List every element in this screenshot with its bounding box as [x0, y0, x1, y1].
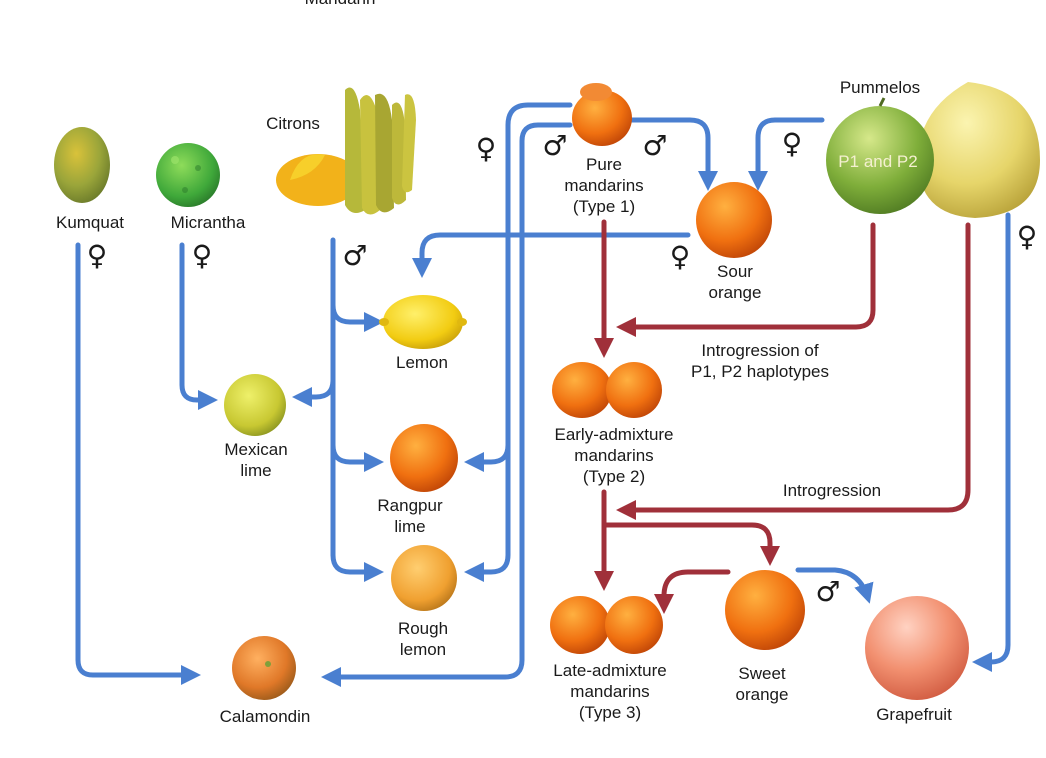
kumquat-icon: [54, 127, 110, 203]
annotation-introgression: Introgression: [782, 481, 882, 500]
label-pummelo-badge: P1 and P2: [838, 152, 918, 171]
arrow-mandarin-to-limes: [464, 102, 573, 472]
arrow-kumquat-calamondin: [75, 242, 201, 685]
label-late-admixture: Late-admixture mandarins (Type 3): [553, 661, 667, 722]
mexican-lime-icon: [224, 374, 286, 436]
arrow-sweet-to-late: [654, 569, 731, 614]
citron-icon: [276, 87, 416, 215]
arrow-pummelo-sour-orange: [748, 117, 825, 191]
arrow-citron-rangpur: [330, 442, 384, 472]
female-symbol-micrantha: ♀: [191, 239, 213, 272]
female-symbol-mandarin: ♀: [475, 132, 497, 165]
male-symbol-sweet-orange: ♂: [815, 575, 841, 608]
male-symbol-citron: ♂: [342, 239, 368, 272]
arrow-sweet-orange-grapefruit: [795, 567, 874, 604]
sweet-orange-icon: [725, 570, 805, 650]
pure-mandarin-icon: [572, 83, 632, 146]
label-rangpur-lime: Rangpur lime: [377, 496, 443, 536]
late-admixture-icon: [550, 596, 663, 654]
sour-orange-icon: [696, 182, 772, 258]
arrow-early-to-sweet: [603, 522, 780, 566]
label-mexican-lime: Mexican lime: [224, 440, 288, 480]
arrow-pummelo-introgression-p1p2: [616, 222, 876, 337]
lemon-icon: [379, 295, 467, 349]
arrow-citron-lemon: [330, 302, 384, 332]
annotation-introgression-p1p2: Introgression of P1, P2 haplotypes: [691, 341, 829, 381]
calamondin-icon: [232, 636, 296, 700]
female-symbol-sour-orange: ♀: [669, 240, 691, 273]
arrow-sour-orange-lemon: [412, 232, 691, 278]
label-grapefruit: Grapefruit: [876, 705, 952, 724]
arrow-micrantha-mexican-lime: [179, 242, 218, 410]
early-admixture-icon: [552, 362, 662, 418]
label-citrons: Citrons: [266, 114, 320, 133]
female-symbol-kumquat: ♀: [86, 239, 108, 272]
male-symbol-mandarin-left: ♂: [542, 129, 568, 162]
arrow-citron-rough-lemon: [330, 552, 384, 582]
label-rough-lemon: Rough lemon: [397, 619, 449, 659]
label-kumquat: Kumquat: [55, 213, 125, 232]
label-sweet-orange: Sweet orange: [735, 664, 789, 704]
arrow-pummelo-introgression: [616, 222, 971, 520]
label-calamondin: Calamondin: [219, 707, 311, 726]
pummelo-icons: [826, 82, 1040, 218]
label-pure-mandarins: Pure mandarins (Type 1): [564, 155, 644, 216]
arrow-mandarin-sour-orange: [627, 117, 718, 191]
label-pummelos: Pummelos: [839, 78, 921, 97]
label-lemon: Lemon: [396, 353, 448, 372]
rangpur-lime-icon: [390, 424, 458, 492]
arrow-mandarin-to-rough-lemon: [464, 437, 511, 582]
label-micrantha: Micrantha: [170, 213, 246, 232]
male-symbol-mandarin-right: ♂: [642, 129, 668, 162]
label-sour-orange: Sour orange: [708, 262, 762, 302]
arrow-mandarin-to-calamondin: [321, 122, 573, 687]
grapefruit-icon: [865, 596, 969, 700]
header-fragment: Mandarin: [305, 0, 376, 9]
micrantha-icon: [156, 143, 220, 207]
arrow-pummelo-grapefruit: [972, 212, 1011, 672]
arrow-citron-mexican-lime: [292, 377, 336, 407]
label-early-admixture: Early-admixture mandarins (Type 2): [554, 425, 674, 486]
female-symbol-pummelo-right: ♀: [1016, 220, 1038, 253]
female-symbol-pummelo: ♀: [781, 127, 803, 160]
rough-lemon-icon: [391, 545, 457, 611]
